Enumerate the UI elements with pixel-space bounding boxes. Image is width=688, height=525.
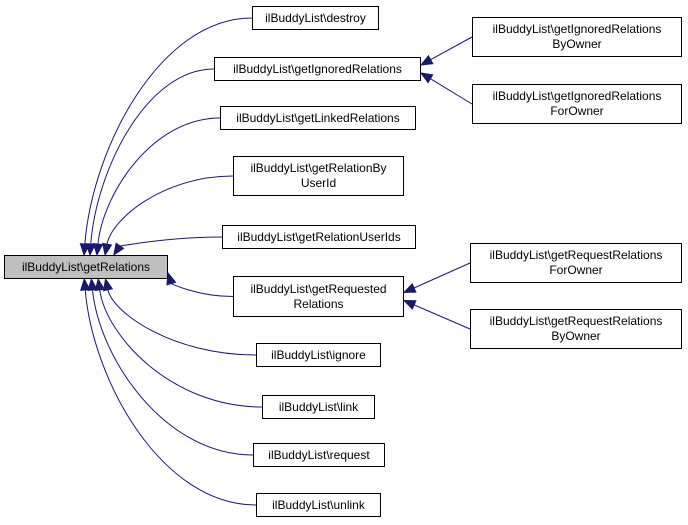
node-getlinkedrelations[interactable]: ilBuddyList\getLinkedRelations bbox=[220, 106, 416, 130]
edge-line bbox=[91, 289, 254, 456]
edge-line bbox=[97, 117, 221, 245]
edge-line bbox=[413, 304, 471, 330]
edge-line bbox=[170, 283, 234, 297]
edge-arrowhead bbox=[113, 242, 125, 257]
edge-arrowhead bbox=[402, 283, 417, 294]
node-getrelations: ilBuddyList\getRelations bbox=[4, 255, 168, 279]
edge-arrowhead bbox=[166, 271, 177, 286]
node-destroy[interactable]: ilBuddyList\destroy bbox=[252, 6, 379, 30]
edge-line bbox=[106, 175, 234, 245]
node-label: ilBuddyList\link bbox=[278, 399, 359, 414]
node-ignore[interactable]: ilBuddyList\ignore bbox=[256, 343, 381, 367]
edge-arrowhead bbox=[101, 242, 113, 257]
node-getrelationuserids[interactable]: ilBuddyList\getRelationUserIds bbox=[222, 225, 416, 249]
edge-line bbox=[430, 36, 473, 61]
edge-arrowhead bbox=[419, 54, 434, 66]
edge-line bbox=[413, 262, 471, 289]
edge-line bbox=[99, 289, 263, 408]
edge-line bbox=[119, 236, 223, 247]
edge-arrowhead bbox=[102, 277, 114, 292]
edge-line bbox=[90, 68, 215, 245]
node-request[interactable]: ilBuddyList\request bbox=[253, 443, 385, 467]
node-label: ilBuddyList\getLinkedRelations bbox=[236, 110, 400, 125]
edge-arrowhead bbox=[419, 72, 434, 84]
edge-arrowhead bbox=[402, 299, 417, 310]
node-label: ilBuddyList\ignore bbox=[271, 347, 366, 362]
edge-line bbox=[84, 17, 253, 245]
node-label: ilBuddyList\request bbox=[268, 447, 370, 462]
node-label: ilBuddyList\destroy bbox=[265, 10, 366, 25]
node-label: ilBuddyList\getRelationUserIds bbox=[237, 229, 401, 244]
node-label: ilBuddyList\getRelations bbox=[21, 259, 151, 274]
edge-arrowhead bbox=[80, 277, 91, 291]
edge-arrowhead bbox=[87, 277, 98, 291]
edge-line bbox=[430, 78, 473, 105]
node-label: ilBuddyList\unlink bbox=[272, 497, 365, 512]
node-getignoredrelations[interactable]: ilBuddyList\getIgnoredRelations bbox=[214, 57, 421, 81]
edge-arrowhead bbox=[94, 277, 105, 292]
edge-line bbox=[84, 289, 257, 506]
edge-arrowhead bbox=[92, 243, 104, 257]
edge-line bbox=[107, 289, 257, 356]
node-label: ilBuddyList\getIgnoredRelations bbox=[233, 61, 402, 76]
node-link[interactable]: ilBuddyList\link bbox=[262, 395, 375, 419]
edge-arrowhead bbox=[85, 243, 97, 257]
node-unlink[interactable]: ilBuddyList\unlink bbox=[256, 493, 381, 517]
